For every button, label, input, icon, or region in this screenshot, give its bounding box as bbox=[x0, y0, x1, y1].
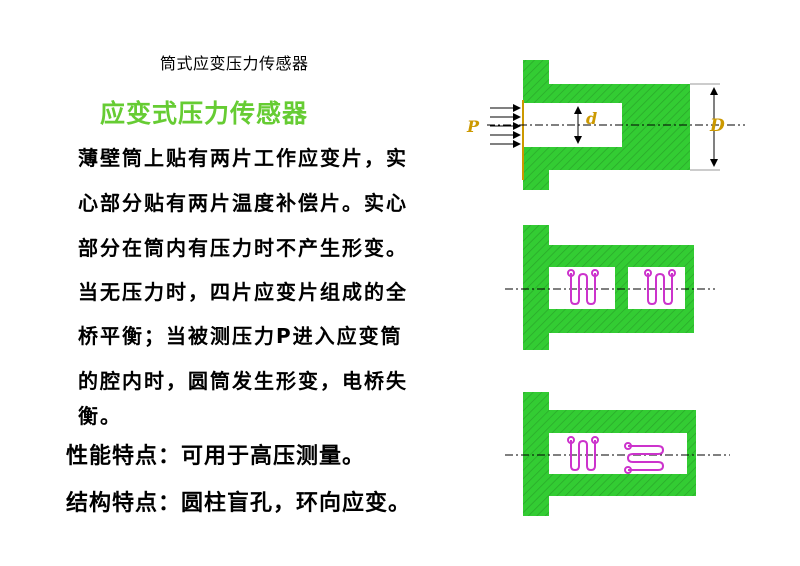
cylinder-section-1: P d D bbox=[466, 60, 745, 190]
body-line-4: 当无压力时，四片应变片组成的全 bbox=[78, 280, 408, 304]
strain-gauge-working-2 bbox=[567, 436, 599, 472]
slide-title: 应变式压力传感器 bbox=[100, 99, 309, 128]
body-line-1: 薄壁筒上贴有两片工作应变片，实 bbox=[78, 146, 408, 170]
label-p: P bbox=[466, 117, 480, 136]
flange-2 bbox=[523, 225, 549, 350]
strain-gauge-compensation-2 bbox=[624, 442, 665, 474]
strain-gauge-working-1 bbox=[567, 269, 599, 306]
strain-gauge-compensation-1 bbox=[644, 269, 676, 306]
body-line-5: 桥平衡；当被测压力P进入应变筒 bbox=[78, 324, 403, 348]
top-caption: 筒式应变压力传感器 bbox=[160, 54, 309, 73]
label-D: D bbox=[709, 116, 725, 136]
body-line-3: 部分在筒内有压力时不产生形变。 bbox=[78, 236, 408, 260]
cylinder-section-3 bbox=[505, 392, 730, 516]
bore-3 bbox=[549, 433, 615, 474]
body-line-6: 的腔内时，圆筒发生形变，电桥失 bbox=[78, 369, 408, 393]
body-line-2: 心部分贴有两片温度补偿片。实心 bbox=[78, 191, 408, 215]
pressure-arrows bbox=[490, 104, 521, 148]
flange-3 bbox=[523, 392, 549, 516]
structure-feature: 结构特点：圆柱盲孔，环向应变。 bbox=[66, 491, 412, 516]
label-d: d bbox=[586, 109, 597, 128]
body-line-7: 衡。 bbox=[78, 404, 122, 428]
cylinder-section-2 bbox=[505, 225, 715, 350]
performance-feature: 性能特点：可用于高压测量。 bbox=[66, 444, 366, 469]
